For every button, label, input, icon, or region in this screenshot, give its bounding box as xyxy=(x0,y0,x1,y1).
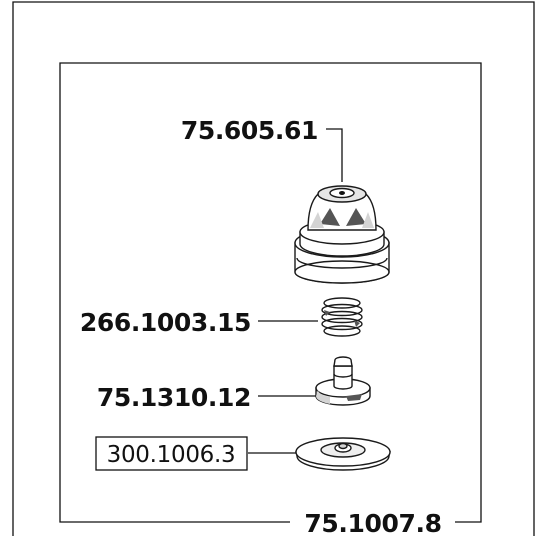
leader-cap xyxy=(326,128,343,182)
part-number-spring: 266.1003.15 xyxy=(80,308,251,337)
part-number-valve-piston: 75.1310.12 xyxy=(97,383,251,412)
diaphragm-part xyxy=(295,437,391,471)
part-number-diaphragm: 300.1006.3 xyxy=(107,442,236,468)
diaphragm-label-box xyxy=(95,436,248,471)
cap-part xyxy=(294,185,390,284)
valve-piston-part xyxy=(315,356,371,406)
sheet-frame xyxy=(12,1,535,536)
spring-part xyxy=(321,297,363,337)
assembly-frame xyxy=(59,62,482,523)
assembly-number: 75.1007.8 xyxy=(304,509,441,538)
part-number-cap: 75.605.61 xyxy=(181,116,318,145)
